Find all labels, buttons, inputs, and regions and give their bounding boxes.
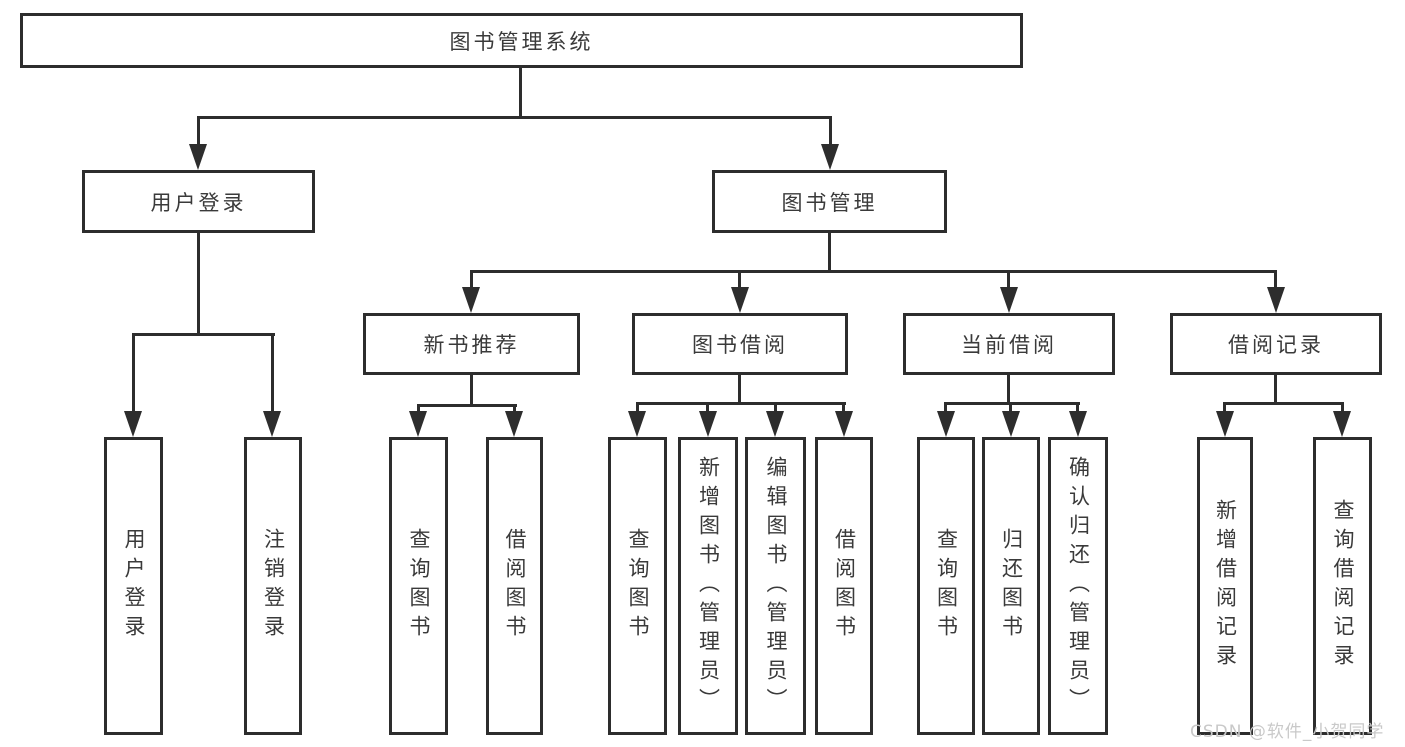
- node-new-book-recommendation: 新书推荐: [363, 313, 580, 375]
- node-label: 借阅记录: [1228, 333, 1324, 357]
- connector-line: [944, 402, 1080, 405]
- connector-line: [1274, 270, 1277, 292]
- connector-line: [842, 402, 845, 414]
- connector-line: [197, 116, 200, 150]
- arrowhead-down-icon: [699, 411, 717, 437]
- connector-line: [470, 270, 473, 292]
- arrowhead-down-icon: [409, 411, 427, 437]
- leaf-label: 借阅图书: [832, 528, 857, 644]
- node-label: 用户登录: [150, 190, 247, 215]
- connector-line: [133, 333, 275, 336]
- arrowhead-down-icon: [1333, 411, 1351, 437]
- arrowhead-down-icon: [189, 144, 207, 170]
- leaf-label: 新增借阅记录: [1213, 499, 1238, 673]
- connector-line: [1223, 402, 1344, 405]
- arrowhead-down-icon: [766, 411, 784, 437]
- connector-line: [1007, 270, 1010, 292]
- leaf-label: 确认归还（管理员）: [1066, 455, 1091, 717]
- node-label: 图书管理系统: [449, 29, 594, 54]
- arrowhead-down-icon: [628, 411, 646, 437]
- leaf-user-login: 用户登录: [104, 437, 163, 735]
- connector-line: [1274, 373, 1277, 405]
- arrowhead-down-icon: [1000, 287, 1018, 313]
- node-label: 图书管理: [781, 190, 878, 215]
- node-label: 新书推荐: [423, 333, 520, 357]
- node-user-login: 用户登录: [82, 170, 315, 233]
- leaf-label: 用户登录: [122, 528, 146, 644]
- connector-line: [1009, 402, 1012, 414]
- leaf-query-borrow-record: 查询借阅记录: [1313, 437, 1372, 735]
- arrowhead-down-icon: [731, 287, 749, 313]
- arrowhead-down-icon: [835, 411, 853, 437]
- leaf-label: 归还图书: [999, 528, 1024, 644]
- connector-line: [1341, 402, 1344, 414]
- leaf-query-books-current: 查询图书: [917, 437, 975, 735]
- connector-line: [470, 373, 473, 407]
- connector-line: [1076, 402, 1079, 414]
- leaf-borrow-books-recommend: 借阅图书: [486, 437, 543, 735]
- arrowhead-down-icon: [821, 144, 839, 170]
- arrowhead-down-icon: [1216, 411, 1234, 437]
- arrowhead-down-icon: [937, 411, 955, 437]
- leaf-label: 借阅图书: [503, 528, 527, 644]
- connector-line: [1223, 402, 1226, 414]
- connector-line: [417, 404, 517, 407]
- node-library-system-root: 图书管理系统: [20, 13, 1023, 68]
- csdn-watermark: CSDN @软件_小贺同学: [1190, 722, 1385, 742]
- connector-line: [519, 67, 522, 118]
- connector-line: [197, 231, 200, 335]
- arrowhead-down-icon: [505, 411, 523, 437]
- connector-line: [828, 231, 831, 273]
- arrowhead-down-icon: [462, 287, 480, 313]
- connector-line: [470, 270, 1277, 273]
- leaf-label: 注销登录: [261, 528, 286, 644]
- node-book-management: 图书管理: [712, 170, 947, 233]
- connector-line: [271, 333, 274, 415]
- connector-line: [706, 402, 709, 414]
- leaf-label: 查询借阅记录: [1331, 499, 1355, 673]
- arrowhead-down-icon: [124, 411, 142, 437]
- connector-line: [944, 402, 947, 414]
- leaf-return-books: 归还图书: [982, 437, 1040, 735]
- connector-line: [738, 373, 741, 405]
- arrowhead-down-icon: [1267, 287, 1285, 313]
- connector-line: [513, 404, 516, 416]
- connector-line: [417, 404, 420, 416]
- arrowhead-down-icon: [1002, 411, 1020, 437]
- connector-line: [774, 402, 777, 414]
- leaf-label: 查询图书: [934, 528, 959, 644]
- leaf-add-borrow-record: 新增借阅记录: [1197, 437, 1253, 735]
- leaf-edit-books-admin: 编辑图书（管理员）: [745, 437, 806, 735]
- node-label: 当前借阅: [961, 333, 1057, 357]
- leaf-add-books-admin: 新增图书（管理员）: [678, 437, 738, 735]
- connector-line: [636, 402, 846, 405]
- leaf-query-books-recommend: 查询图书: [389, 437, 448, 735]
- arrowhead-down-icon: [263, 411, 281, 437]
- node-label: 图书借阅: [692, 333, 788, 357]
- leaf-borrow-books-borrowing: 借阅图书: [815, 437, 873, 735]
- connector-line: [197, 116, 832, 119]
- leaf-label: 新增图书（管理员）: [696, 455, 721, 717]
- node-borrowing-records: 借阅记录: [1170, 313, 1382, 375]
- leaf-logout: 注销登录: [244, 437, 302, 735]
- arrowhead-down-icon: [1069, 411, 1087, 437]
- leaf-label: 查询图书: [407, 528, 431, 644]
- node-book-borrowing: 图书借阅: [632, 313, 848, 375]
- leaf-label: 编辑图书（管理员）: [764, 455, 788, 717]
- connector-line: [1007, 373, 1010, 405]
- leaf-query-books-borrowing: 查询图书: [608, 437, 667, 735]
- connector-line: [132, 333, 135, 415]
- leaf-confirm-return-admin: 确认归还（管理员）: [1048, 437, 1108, 735]
- connector-line: [829, 116, 832, 150]
- leaf-label: 查询图书: [626, 528, 650, 644]
- connector-line: [738, 270, 741, 292]
- node-current-borrowing: 当前借阅: [903, 313, 1115, 375]
- connector-line: [636, 402, 639, 414]
